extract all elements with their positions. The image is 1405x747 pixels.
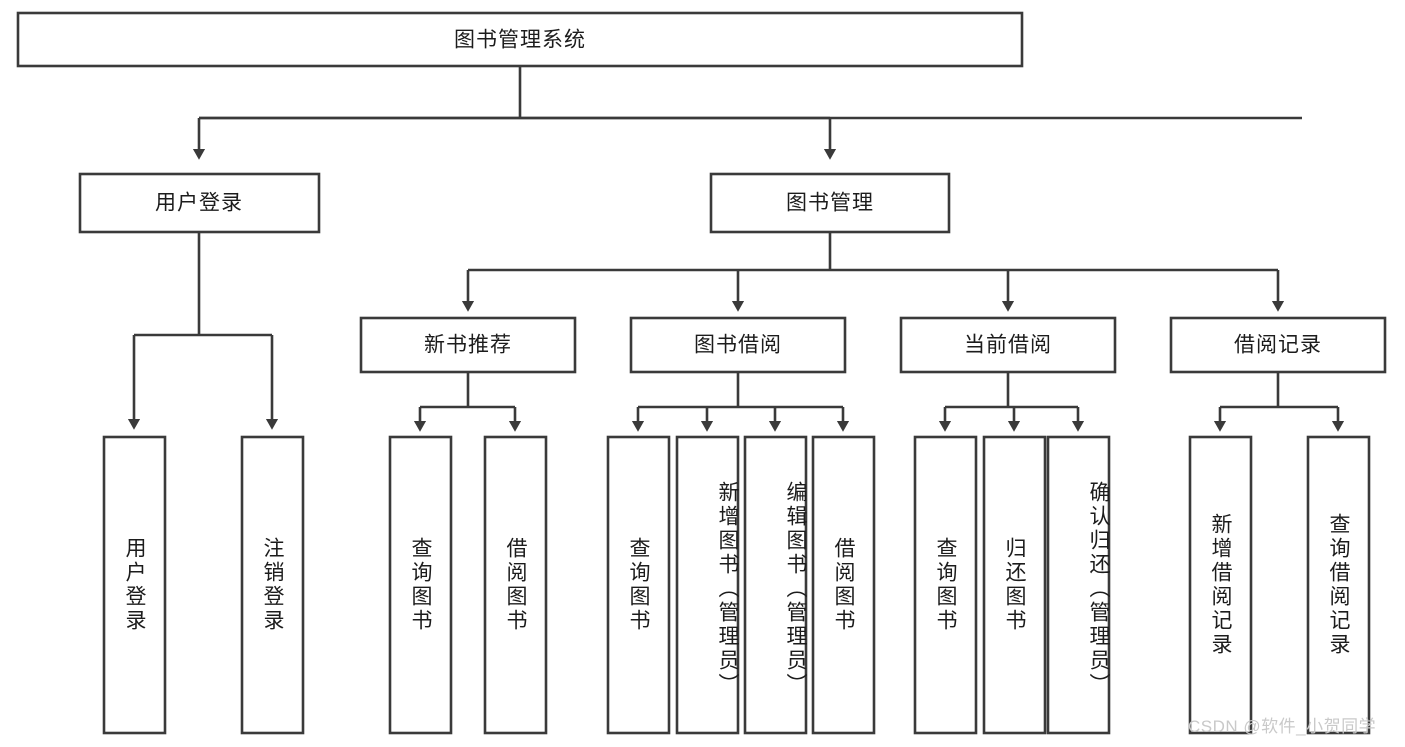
connector-bookborrow-to-leaves [631, 372, 850, 432]
node-root[interactable]: 图书管理系统 [16, 11, 1024, 68]
node-borrow-record-label: 借阅记录 [1234, 334, 1322, 357]
leaf-box-user-login[interactable] [102, 435, 167, 735]
connector-currentborrow-to-leaves [938, 372, 1085, 432]
node-user-login-label: 用户登录 [155, 192, 243, 215]
leaf-box-add-borrow-record[interactable] [1188, 435, 1253, 735]
leaf-box-confirm-return[interactable] [1046, 435, 1111, 735]
node-borrow-record-box[interactable] [1169, 316, 1387, 374]
node-user-login-box[interactable] [78, 172, 321, 234]
leaf-box-return-book[interactable] [982, 435, 1047, 735]
csdn-watermark: CSDN @软件_小贺同学 [1188, 717, 1377, 736]
connector-newbook-to-leaves [413, 372, 522, 432]
node-book-borrow-box[interactable] [629, 316, 847, 374]
node-root-box[interactable] [16, 11, 1024, 68]
leaf-box-add-book[interactable] [675, 435, 740, 735]
connector-userlogin-to-leaves [127, 232, 279, 430]
connector-root-to-level2 [192, 66, 1302, 160]
leaf-box-query-book-borrow[interactable] [606, 435, 671, 735]
node-book-borrow[interactable]: 图书借阅 [629, 316, 847, 374]
node-book-management-box[interactable] [709, 172, 951, 234]
node-current-borrow-label: 当前借阅 [964, 334, 1052, 357]
node-book-borrow-label: 图书借阅 [694, 334, 782, 357]
node-book-management-label: 图书管理 [786, 192, 874, 215]
leaf-boxes [102, 435, 1371, 735]
node-current-borrow-box[interactable] [899, 316, 1117, 374]
node-user-login[interactable]: 用户登录 [78, 172, 321, 234]
node-new-book-recommend-box[interactable] [359, 316, 577, 374]
node-root-label: 图书管理系统 [454, 29, 586, 52]
leaf-box-query-borrow-record[interactable] [1306, 435, 1371, 735]
connector-bookmgmt-to-level3 [461, 232, 1285, 312]
node-borrow-record[interactable]: 借阅记录 [1169, 316, 1387, 374]
leaf-box-logout[interactable] [240, 435, 305, 735]
node-book-management[interactable]: 图书管理 [709, 172, 951, 234]
leaf-box-edit-book[interactable] [743, 435, 808, 735]
node-current-borrow[interactable]: 当前借阅 [899, 316, 1117, 374]
leaf-box-query-book-recommend[interactable] [388, 435, 453, 735]
connector-borrowrecord-to-leaves [1213, 372, 1345, 432]
leaf-box-borrow-book-recommend[interactable] [483, 435, 548, 735]
node-new-book-recommend[interactable]: 新书推荐 [359, 316, 577, 374]
leaf-box-borrow-book[interactable] [811, 435, 876, 735]
leaf-box-query-book-current[interactable] [913, 435, 978, 735]
node-new-book-recommend-label: 新书推荐 [424, 334, 512, 357]
